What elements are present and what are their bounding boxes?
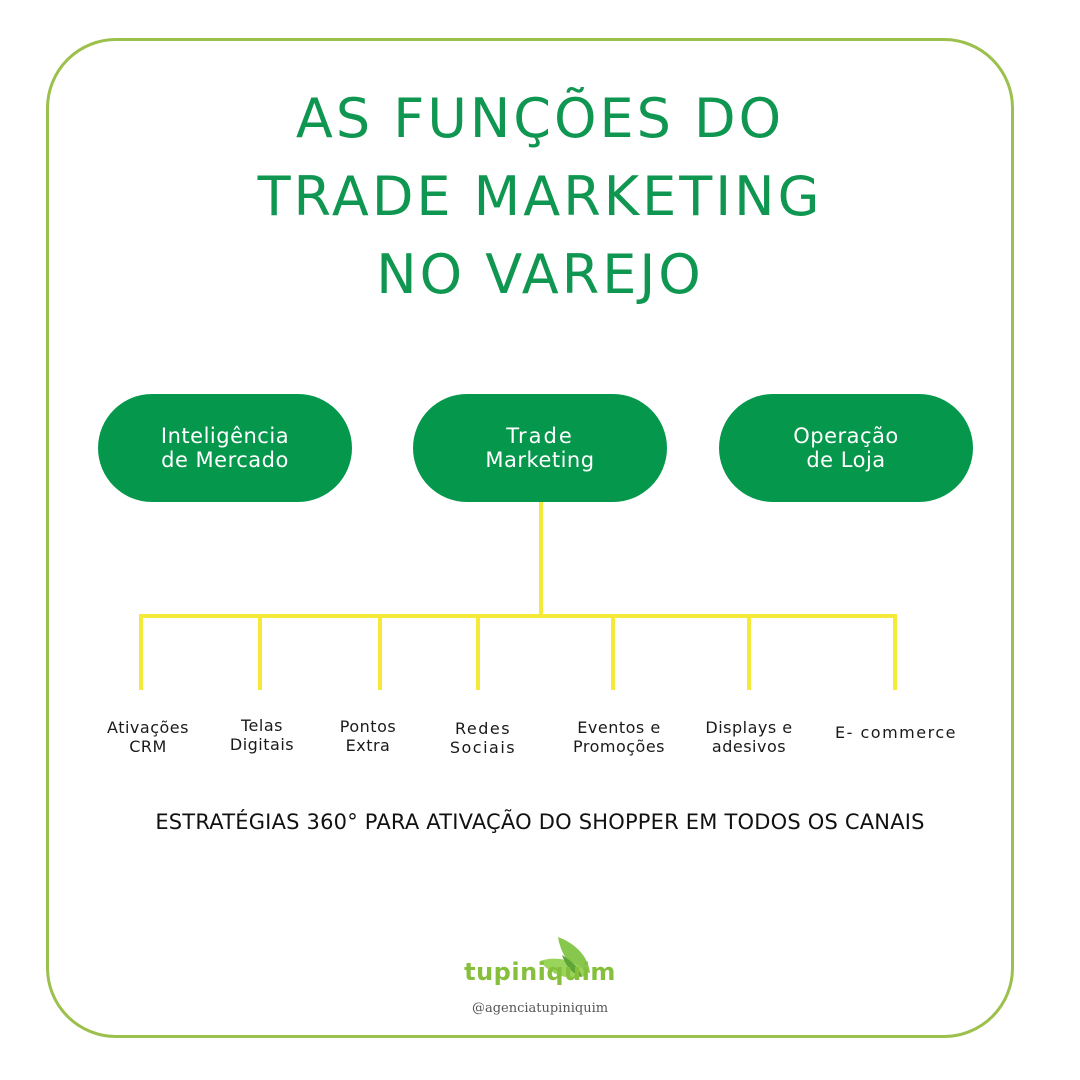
page-title: AS FUNÇÕES DO TRADE MARKETING NO VAREJO <box>0 80 1080 314</box>
branch-text: Promoções <box>572 737 666 756</box>
box-label: de Loja <box>806 448 886 472</box>
branch-text: Digitais <box>229 735 295 754</box>
branch-text: Sociais <box>449 738 517 757</box>
branch-text: Extra <box>345 736 391 755</box>
box-label: Marketing <box>485 448 595 472</box>
branch-text: Displays e <box>705 718 793 737</box>
title-line: TRADE MARKETING <box>257 165 823 228</box>
branch-text: E- commerce <box>835 723 957 742</box>
branch-text: Telas <box>241 716 283 735</box>
branch-eventos-promocoes: Eventos e Promoções <box>549 718 689 756</box>
brand-name: tupiniquim <box>464 958 616 986</box>
branch-text: CRM <box>129 737 167 756</box>
leaves-icon <box>540 937 590 978</box>
box-label: Operação <box>793 424 899 448</box>
branch-pontos-extra: Pontos Extra <box>298 717 438 755</box>
branch-text: adesivos <box>711 737 787 756</box>
branch-displays-adesivos: Displays e adesivos <box>679 718 819 756</box>
branch-text: Ativações <box>107 718 189 737</box>
title-line: NO VAREJO <box>376 243 704 306</box>
branch-ativacoes-crm: Ativações CRM <box>78 718 218 756</box>
social-handle: @agenciatupiniquim <box>471 1001 609 1016</box>
branch-redes-sociais: Redes Sociais <box>413 719 553 757</box>
box-trade-marketing: Trade Marketing <box>413 394 667 502</box>
box-label: Trade <box>506 424 574 448</box>
branch-telas-digitais: Telas Digitais <box>192 716 332 754</box>
tagline: ESTRATÉGIAS 360° PARA ATIVAÇÃO DO SHOPPE… <box>155 810 925 834</box>
box-label: Inteligência <box>160 424 290 448</box>
card-frame <box>46 38 1014 1038</box>
branch-text: Redes <box>454 719 512 738</box>
title-line: AS FUNÇÕES DO <box>295 87 785 150</box>
box-operacao-de-loja: Operação de Loja <box>719 394 973 502</box>
branch-e-commerce: E- commerce <box>816 723 976 742</box>
box-label: de Mercado <box>161 448 289 472</box>
branch-text: Pontos <box>339 717 397 736</box>
branch-text: Eventos e <box>577 718 661 737</box>
box-inteligencia-de-mercado: Inteligência de Mercado <box>98 394 352 502</box>
